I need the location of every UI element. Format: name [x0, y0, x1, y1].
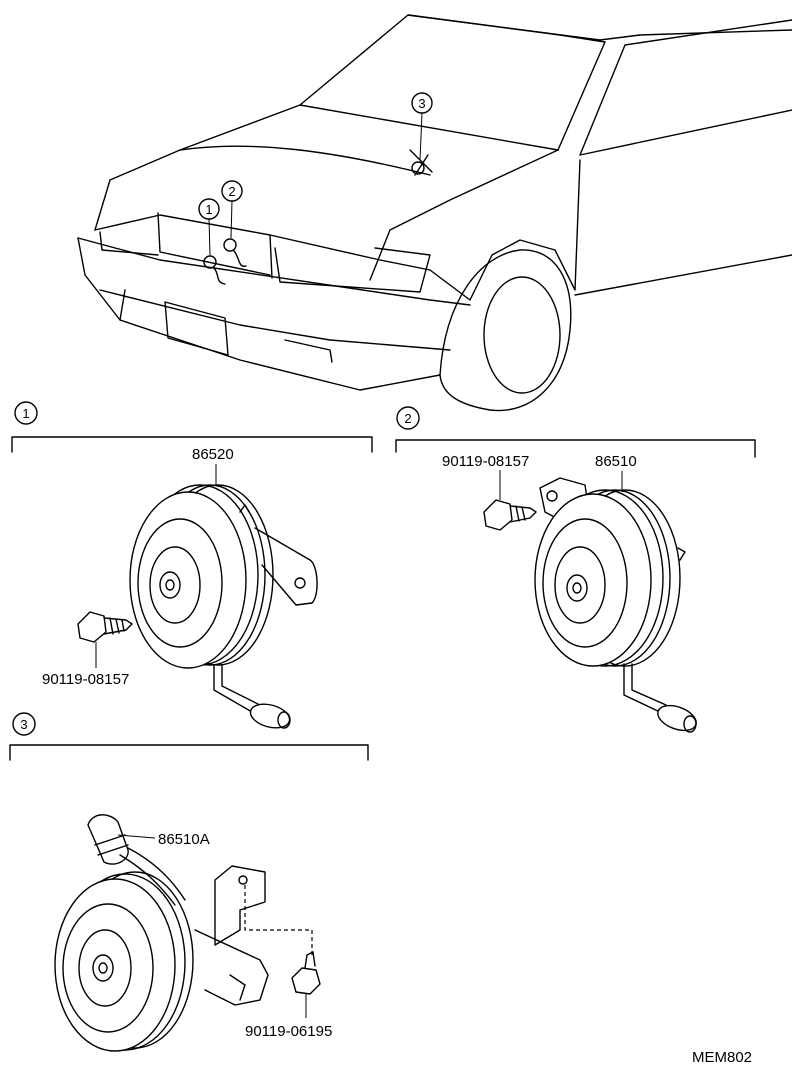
drawing-code: MEM802	[692, 1049, 752, 1066]
horn-86510a-drawing	[54, 814, 321, 1052]
section-2-bracket	[395, 439, 756, 458]
horn-86510-drawing	[483, 470, 697, 733]
car-front-illustration	[77, 14, 792, 412]
svg-text:1: 1	[205, 202, 212, 217]
section-1-horn-part-number: 86520	[192, 446, 234, 463]
section-2: 2 90119-0815	[395, 406, 756, 733]
section-2-horn-part-number: 86510	[595, 453, 637, 470]
section-3-bracket	[9, 744, 369, 761]
section-1-bolt-part-number: 90119-08157	[42, 671, 129, 688]
section-1-badge	[14, 401, 38, 425]
horn-86520-drawing	[77, 484, 318, 729]
section-3-badge	[12, 712, 36, 736]
section-3-horn-part-number: 86510A	[158, 831, 210, 848]
callout-2: 2	[221, 180, 243, 239]
callout-3: 3	[411, 92, 433, 161]
section-3: 3	[9, 712, 369, 1052]
section-1-bracket	[11, 436, 373, 453]
section-2-number: 2	[404, 411, 411, 426]
section-1-number: 1	[22, 406, 29, 421]
section-2-bolt-part-number: 90119-08157	[442, 453, 529, 470]
section-2-badge	[396, 406, 420, 430]
section-1: 1 865	[11, 401, 373, 729]
callout-1: 1	[198, 198, 220, 256]
section-3-number: 3	[20, 717, 27, 732]
svg-text:2: 2	[228, 184, 235, 199]
section-3-bolt-part-number: 90119-06195	[245, 1023, 332, 1040]
svg-text:3: 3	[418, 96, 425, 111]
